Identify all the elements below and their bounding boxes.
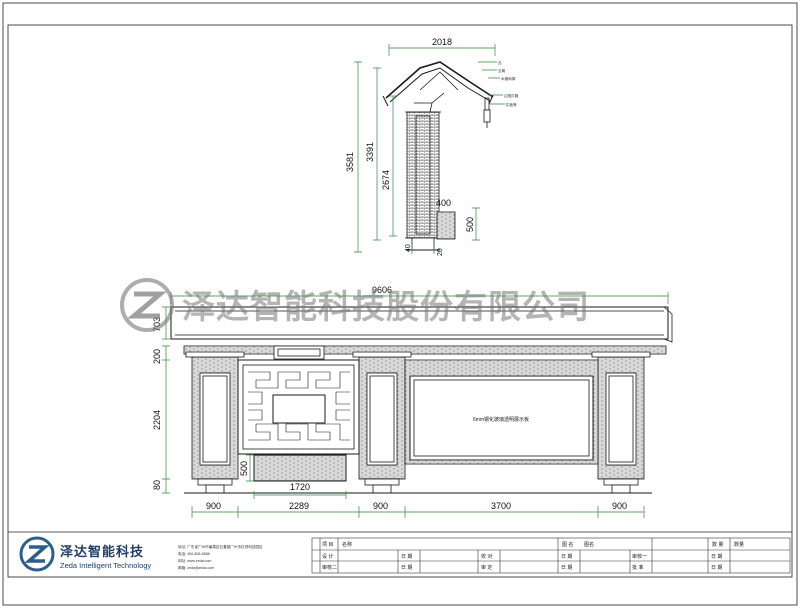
svg-text:图名: 图名 xyxy=(584,541,594,548)
svg-text:日 期: 日 期 xyxy=(711,565,722,571)
svg-text:日 期: 日 期 xyxy=(561,565,572,571)
svg-text:日 期: 日 期 xyxy=(711,554,722,560)
svg-text:项 目: 项 目 xyxy=(322,542,333,548)
dim-col2: 900 xyxy=(373,501,388,511)
side-view-labels: 2018 3581 3391 2674 400 500 40 20 瓦 瓦筒 木… xyxy=(345,37,519,256)
dim-lattice-bay: 2289 xyxy=(289,501,309,511)
svg-text:数量: 数量 xyxy=(734,541,744,548)
svg-text:批 准: 批 准 xyxy=(632,564,643,571)
dim-foot-b: 20 xyxy=(437,248,444,256)
callout-4: 边框灯箱 xyxy=(504,93,519,98)
svg-text:设 计: 设 计 xyxy=(322,553,333,560)
svg-text:数 量: 数 量 xyxy=(712,541,723,548)
side-view xyxy=(382,61,494,251)
callout-3: 木檩斜撑 xyxy=(501,76,516,81)
dim-column-height: 2674 xyxy=(381,170,391,190)
dim-cornice-height: 200 xyxy=(152,349,162,364)
logo-icon xyxy=(19,536,55,572)
logo-cn: 泽达智能科技 xyxy=(60,544,144,560)
svg-text:图 名: 图 名 xyxy=(562,541,573,548)
dim-planter-height: 500 xyxy=(239,461,249,476)
dim-roof-height: 703 xyxy=(152,317,162,332)
dim-height-2: 3391 xyxy=(365,142,375,162)
dim-total-height: 3581 xyxy=(345,152,355,172)
dim-col3: 900 xyxy=(612,501,627,511)
dim-foot-a: 40 xyxy=(405,244,412,252)
company-line-2: 电话: 400-808-8988 xyxy=(178,551,210,556)
title-block: 泽达智能科技 Zeda Intelligent Technology 地址: 广… xyxy=(8,531,792,574)
dim-col1: 900 xyxy=(206,501,221,511)
company-line-1: 地址: 广东省广州市番禺区石碁镇广州市红领科技园区 xyxy=(178,544,263,549)
dim-base-height: 80 xyxy=(152,480,162,490)
watermark: 泽达智能科技股份有限公司 xyxy=(120,278,590,332)
display-board-label: 6mm钢化玻璃透明展示板 xyxy=(473,416,529,423)
inner-border xyxy=(7,24,793,578)
dim-planter-width: 1720 xyxy=(290,482,310,492)
svg-text:审 定: 审 定 xyxy=(481,564,492,571)
side-view-dimensions xyxy=(354,44,505,254)
dim-board-bay: 3700 xyxy=(491,501,511,511)
svg-text:审核一: 审核一 xyxy=(632,553,647,560)
dim-total-width: 9606 xyxy=(372,285,392,295)
svg-text:日 期: 日 期 xyxy=(401,554,412,560)
company-line-4: 邮箱: zeda@zeda.com xyxy=(178,565,214,570)
dim-base-box-height: 500 xyxy=(465,217,475,232)
dim-top-width: 2018 xyxy=(432,37,452,47)
watermark-text: 泽达智能科技股份有限公司 xyxy=(182,287,590,326)
dim-base-box-width: 400 xyxy=(436,198,451,208)
svg-text:校 对: 校 对 xyxy=(481,553,492,560)
callout-5: 扣板等 xyxy=(506,102,517,107)
callout-1: 瓦 xyxy=(498,60,502,65)
dim-body-height: 2204 xyxy=(152,410,162,430)
svg-text:审核二: 审核二 xyxy=(322,564,337,571)
watermark-logo-icon xyxy=(120,278,174,332)
front-view xyxy=(170,306,673,494)
callout-2: 瓦筒 xyxy=(498,68,506,73)
svg-text:名称: 名称 xyxy=(342,541,352,548)
svg-text:日 期: 日 期 xyxy=(561,554,572,560)
company-line-3: 网址: www.zeda.com xyxy=(178,558,211,563)
title-block-text: 项 目 名称 图 名 图名 数 量 数量 设 计 日 期 校 对 日 期 审核一… xyxy=(322,541,744,571)
svg-text:日 期: 日 期 xyxy=(401,565,412,571)
front-view-labels: 9606 703 200 2204 80 500 1720 900 2289 9… xyxy=(152,285,627,511)
logo-en: Zeda Intelligent Technology xyxy=(60,561,151,570)
